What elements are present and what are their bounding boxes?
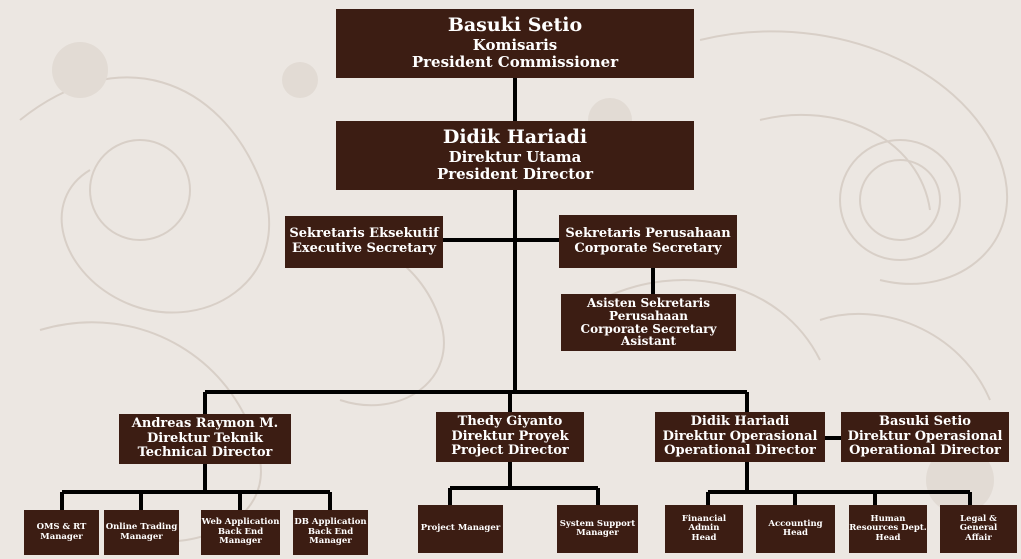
unit-line: Head: [691, 532, 717, 543]
unit-line: Financial Admin: [681, 513, 727, 534]
unit-line: Human: [870, 513, 906, 524]
unit-line: Legal & General: [959, 513, 998, 534]
unit-line: Online Trading: [105, 522, 178, 533]
unit-line: Manager: [120, 531, 163, 542]
technical-director-name: Andreas Raymon M.: [131, 415, 279, 431]
corporate-secretary-assistant-box: Asisten Sekretaris Perusahaan Corporate …: [561, 294, 736, 351]
assistant-line1: Asisten Sekretaris: [587, 296, 710, 311]
corporate-secretary-box: Sekretaris Perusahaan Corporate Secretar…: [559, 215, 737, 268]
unit-line: System Support: [559, 518, 636, 529]
unit-line: Head: [875, 532, 901, 543]
project-director-title-en: Project Director: [451, 443, 569, 459]
unit-legal-general-affair: Legal & General Affair: [940, 505, 1017, 553]
unit-line: OMS & RT: [36, 522, 87, 533]
executive-secretary-line1: Sekretaris Eksekutif: [289, 226, 439, 242]
operational-director-2-box: Basuki Setio Direktur Operasional Operat…: [841, 412, 1009, 462]
unit-project-manager: Project Manager: [418, 505, 503, 553]
president-commissioner-name: Basuki Setio: [447, 14, 583, 37]
operational-director-1-name: Didik Hariadi: [690, 413, 790, 429]
project-director-box: Thedy Giyanto Direktur Proyek Project Di…: [436, 412, 584, 462]
unit-line: DB Application: [294, 517, 367, 528]
unit-online-trading-manager: Online Trading Manager: [104, 510, 179, 555]
executive-secretary-box: Sekretaris Eksekutif Executive Secretary: [285, 216, 443, 268]
operational-director-2-title-id: Direktur Operasional: [847, 428, 1003, 444]
unit-accounting-head: Accounting Head: [756, 505, 835, 553]
executive-secretary-line2: Executive Secretary: [291, 241, 437, 256]
operational-director-1-title-en: Operational Director: [664, 443, 816, 459]
unit-line: Accounting Head: [768, 518, 823, 538]
unit-financial-admin-head: Financial Admin Head: [665, 505, 743, 553]
president-director-box: Didik Hariadi Direktur Utama President D…: [336, 121, 694, 190]
unit-line: Manager: [219, 536, 262, 547]
president-director-name: Didik Hariadi: [442, 126, 588, 149]
president-commissioner-title-en: President Commissioner: [411, 53, 619, 72]
unit-line: Affair: [965, 532, 992, 543]
operational-director-2-title-en: Operational Director: [849, 443, 1001, 459]
unit-system-support-manager: System Support Manager: [557, 505, 638, 553]
assistant-line2: Perusahaan: [609, 308, 688, 323]
unit-line: Resources Dept.: [849, 523, 927, 534]
unit-line: Manager: [40, 531, 83, 542]
corporate-secretary-line1: Sekretaris Perusahaan: [565, 225, 731, 241]
president-commissioner-title-id: Komisaris: [472, 36, 558, 55]
unit-db-application-manager: DB Application Back End Manager: [293, 510, 368, 555]
president-director-title-id: Direktur Utama: [448, 148, 582, 167]
corporate-secretary-line2: Corporate Secretary: [574, 240, 722, 256]
technical-director-title-en: Technical Director: [137, 445, 273, 461]
president-director-title-en: President Director: [436, 165, 594, 184]
president-commissioner-box: Basuki Setio Komisaris President Commiss…: [336, 9, 694, 78]
unit-line: Manager: [309, 536, 352, 547]
technical-director-box: Andreas Raymon M. Direktur Teknik Techni…: [119, 414, 291, 464]
unit-line: Web Application: [201, 517, 280, 528]
unit-oms-rt-manager: OMS & RT Manager: [24, 510, 99, 555]
technical-director-title-id: Direktur Teknik: [146, 430, 264, 446]
operational-director-1-box: Didik Hariadi Direktur Operasional Opera…: [655, 412, 825, 462]
unit-line: Back End: [307, 526, 354, 537]
assistant-line3: Corporate Secretary: [580, 321, 717, 336]
project-director-name: Thedy Giyanto: [457, 413, 563, 429]
unit-web-application-manager: Web Application Back End Manager: [201, 510, 280, 555]
operational-director-2-name: Basuki Setio: [879, 413, 971, 429]
operational-director-1-title-id: Direktur Operasional: [662, 428, 818, 444]
project-director-title-id: Direktur Proyek: [451, 428, 569, 444]
unit-hr-dept-head: Human Resources Dept. Head: [849, 505, 927, 553]
assistant-line4: Asistant: [621, 334, 676, 349]
unit-line: Back End: [217, 526, 264, 537]
unit-line: Manager: [576, 528, 619, 538]
unit-line: Project Manager: [420, 523, 501, 534]
